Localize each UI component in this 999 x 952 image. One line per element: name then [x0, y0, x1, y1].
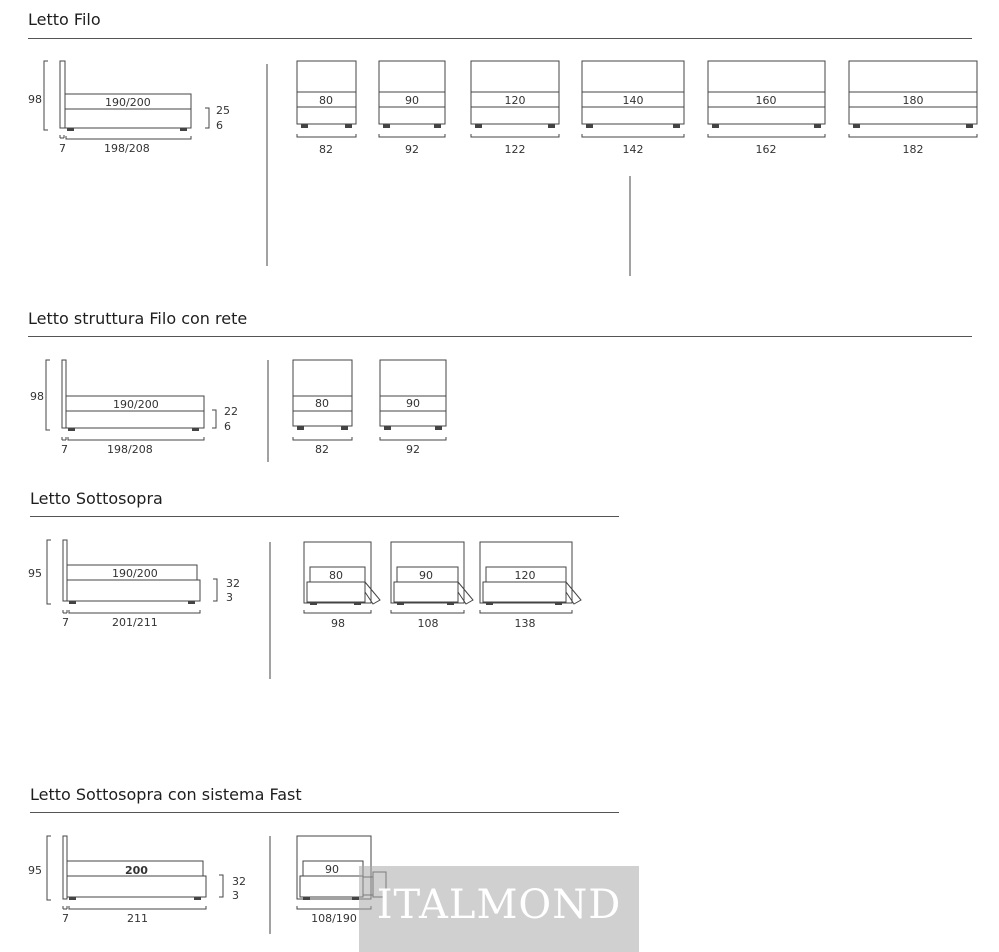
front-view-80: [296, 60, 357, 138]
front-view-120: [470, 60, 560, 138]
height-label: 95: [28, 864, 42, 877]
length-label: 201/211: [112, 616, 158, 629]
foot-label: 7: [59, 142, 66, 155]
front-outer-label: 108: [418, 617, 439, 630]
dim-a-label: 22: [224, 405, 238, 418]
front-inner-label: 90: [325, 863, 339, 876]
height-label: 98: [28, 93, 42, 106]
front-inner-label: 90: [419, 569, 433, 582]
section-title-letto-struttura-filo: Letto struttura Filo con rete: [28, 309, 248, 328]
front-inner-label: 80: [315, 397, 329, 410]
front-inner-label: 180: [903, 94, 924, 107]
front-outer-label: 98: [331, 617, 345, 630]
front-outer-label: 82: [319, 143, 333, 156]
length-label: 198/208: [107, 443, 153, 456]
section-rule: [30, 812, 619, 813]
front-inner-label: 160: [756, 94, 777, 107]
front-outer-label: 108/190: [311, 912, 357, 925]
front-inner-label: 140: [623, 94, 644, 107]
mattress-label: 190/200: [105, 96, 151, 109]
height-label: 98: [30, 390, 44, 403]
foot-label: 7: [62, 912, 69, 925]
front-inner-label: 80: [319, 94, 333, 107]
front-view-80: [292, 359, 353, 441]
side-view-drawing: [45, 359, 217, 441]
front-outer-label: 92: [406, 443, 420, 456]
dim-b-label: 3: [226, 591, 233, 604]
front-view-120: [479, 541, 582, 614]
watermark-box: ITALMOND: [359, 866, 639, 952]
front-view-180: [848, 60, 978, 138]
front-outer-label: 138: [515, 617, 536, 630]
watermark-text: ITALMOND: [376, 882, 622, 928]
foot-label: 7: [62, 616, 69, 629]
front-outer-label: 82: [315, 443, 329, 456]
front-view-140: [581, 60, 685, 138]
front-inner-label: 80: [329, 569, 343, 582]
dim-b-label: 6: [216, 119, 223, 132]
front-view-160: [707, 60, 826, 138]
front-inner-label: 120: [515, 569, 536, 582]
foot-label: 7: [61, 443, 68, 456]
section-title-letto-sottosopra: Letto Sottosopra: [30, 489, 163, 508]
front-outer-label: 122: [505, 143, 526, 156]
section-title-letto-sottosopra-fast: Letto Sottosopra con sistema Fast: [30, 785, 302, 804]
front-view-80: [303, 541, 381, 614]
section-rule: [28, 38, 972, 39]
mattress-label: 190/200: [112, 567, 158, 580]
front-inner-label: 90: [406, 397, 420, 410]
front-outer-label: 142: [623, 143, 644, 156]
front-outer-label: 182: [903, 143, 924, 156]
front-outer-label: 162: [756, 143, 777, 156]
dim-b-label: 6: [224, 420, 231, 433]
section-rule: [28, 336, 972, 337]
side-view-drawing: [46, 539, 218, 614]
length-label: 211: [127, 912, 148, 925]
front-view-90: [379, 359, 447, 441]
front-outer-label: 92: [405, 143, 419, 156]
section-rule: [30, 516, 619, 517]
front-inner-label: 120: [505, 94, 526, 107]
mattress-label: 190/200: [113, 398, 159, 411]
front-inner-label: 90: [405, 94, 419, 107]
side-view-drawing: [43, 60, 210, 140]
dim-b-label: 3: [232, 889, 239, 902]
front-view-90: [378, 60, 446, 138]
side-view-drawing: [46, 835, 224, 910]
height-label: 95: [28, 567, 42, 580]
dim-a-label: 32: [226, 577, 240, 590]
mattress-label: 200: [125, 864, 148, 877]
front-view-90: [390, 541, 474, 614]
dim-a-label: 25: [216, 104, 230, 117]
length-label: 198/208: [104, 142, 150, 155]
section-title-letto-filo: Letto Filo: [28, 10, 101, 29]
dim-a-label: 32: [232, 875, 246, 888]
